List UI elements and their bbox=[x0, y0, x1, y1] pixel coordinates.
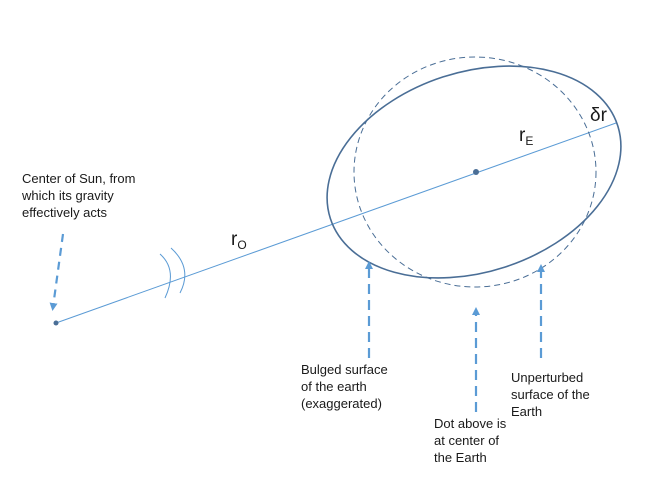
sun-center-dot bbox=[53, 320, 59, 326]
r-o-symbol: rO bbox=[231, 229, 247, 252]
delta-r-symbol: δr bbox=[590, 105, 607, 126]
unperturbed-surface-label: Unperturbed surface of the Earth bbox=[511, 370, 590, 419]
sun-earth-axis-line bbox=[55, 122, 617, 324]
earth-center-label: Dot above is at center of the Earth bbox=[434, 416, 507, 465]
earth-center-dot bbox=[473, 169, 479, 175]
axis-break-mark-left bbox=[159, 253, 171, 299]
sun-pointer-arrow bbox=[49, 233, 65, 311]
r-e-symbol: rE bbox=[519, 125, 534, 148]
bulged-earth-ellipse bbox=[326, 65, 622, 279]
sun-center-label: Center of Sun, from which its gravity ef… bbox=[22, 171, 136, 220]
bulged-surface-label: Bulged surface of the earth (exaggerated… bbox=[301, 362, 388, 411]
axis-break-mark-right bbox=[170, 247, 186, 294]
unperturbed-earth-circle bbox=[353, 56, 597, 288]
